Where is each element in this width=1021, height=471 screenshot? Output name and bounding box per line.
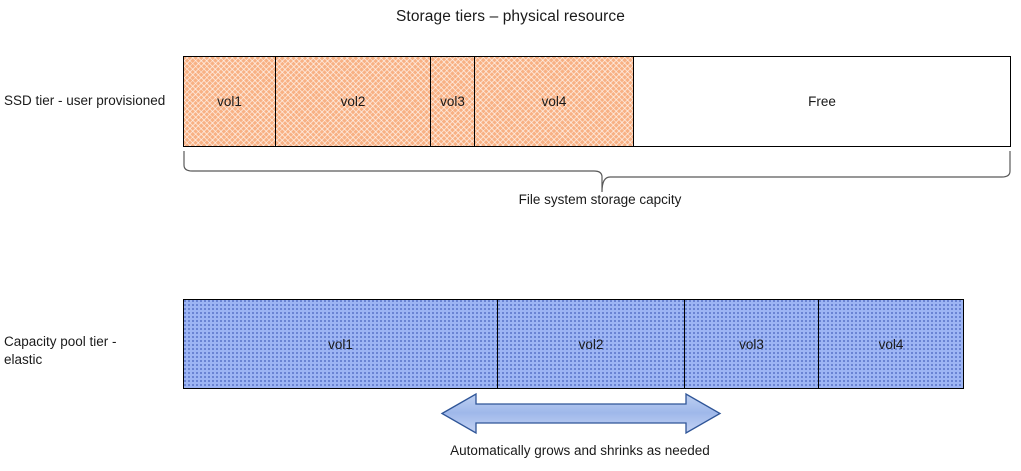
ssd-segment-vol4-label: vol4 xyxy=(541,94,567,109)
ssd-segment-vol1-label: vol1 xyxy=(217,94,242,109)
page-title: Storage tiers – physical resource xyxy=(395,8,626,25)
ssd-segment-vol3-label: vol3 xyxy=(440,94,465,109)
capacity-segment-vol4: vol4 xyxy=(819,300,963,388)
ssd-segment-vol3: vol3 xyxy=(431,57,475,146)
capacity-pool-tier-label: Capacity pool tier - elastic xyxy=(4,334,117,367)
ssd-tier-label: SSD tier - user provisioned xyxy=(4,93,166,108)
file-system-capacity-brace xyxy=(183,151,1011,193)
ssd-segment-vol2-label: vol2 xyxy=(340,94,366,109)
capacity-pool-tier-bar: vol1 vol2 vol3 vol4 xyxy=(183,299,964,389)
capacity-segment-vol1-label: vol1 xyxy=(328,336,353,352)
auto-grow-caption: Automatically grows and shrinks as neede… xyxy=(450,443,710,458)
ssd-segment-vol2: vol2 xyxy=(276,57,431,146)
ssd-segment-free-label: Free xyxy=(808,94,836,109)
capacity-segment-vol3: vol3 xyxy=(685,300,819,388)
double-headed-arrow-icon xyxy=(440,392,722,435)
capacity-segment-vol1: vol1 xyxy=(184,300,498,388)
capacity-segment-vol3-label: vol3 xyxy=(739,336,764,352)
capacity-segment-vol2-label: vol2 xyxy=(578,336,604,352)
capacity-segment-vol2: vol2 xyxy=(498,300,685,388)
ssd-segment-free: Free xyxy=(634,57,1010,146)
capacity-segment-vol4-label: vol4 xyxy=(878,336,904,352)
file-system-capacity-caption: File system storage capcity xyxy=(518,192,682,207)
ssd-segment-vol1: vol1 xyxy=(184,57,276,146)
ssd-tier-bar: vol1 vol2 vol3 vol4 Free xyxy=(183,56,1011,147)
ssd-segment-vol4: vol4 xyxy=(475,57,634,146)
